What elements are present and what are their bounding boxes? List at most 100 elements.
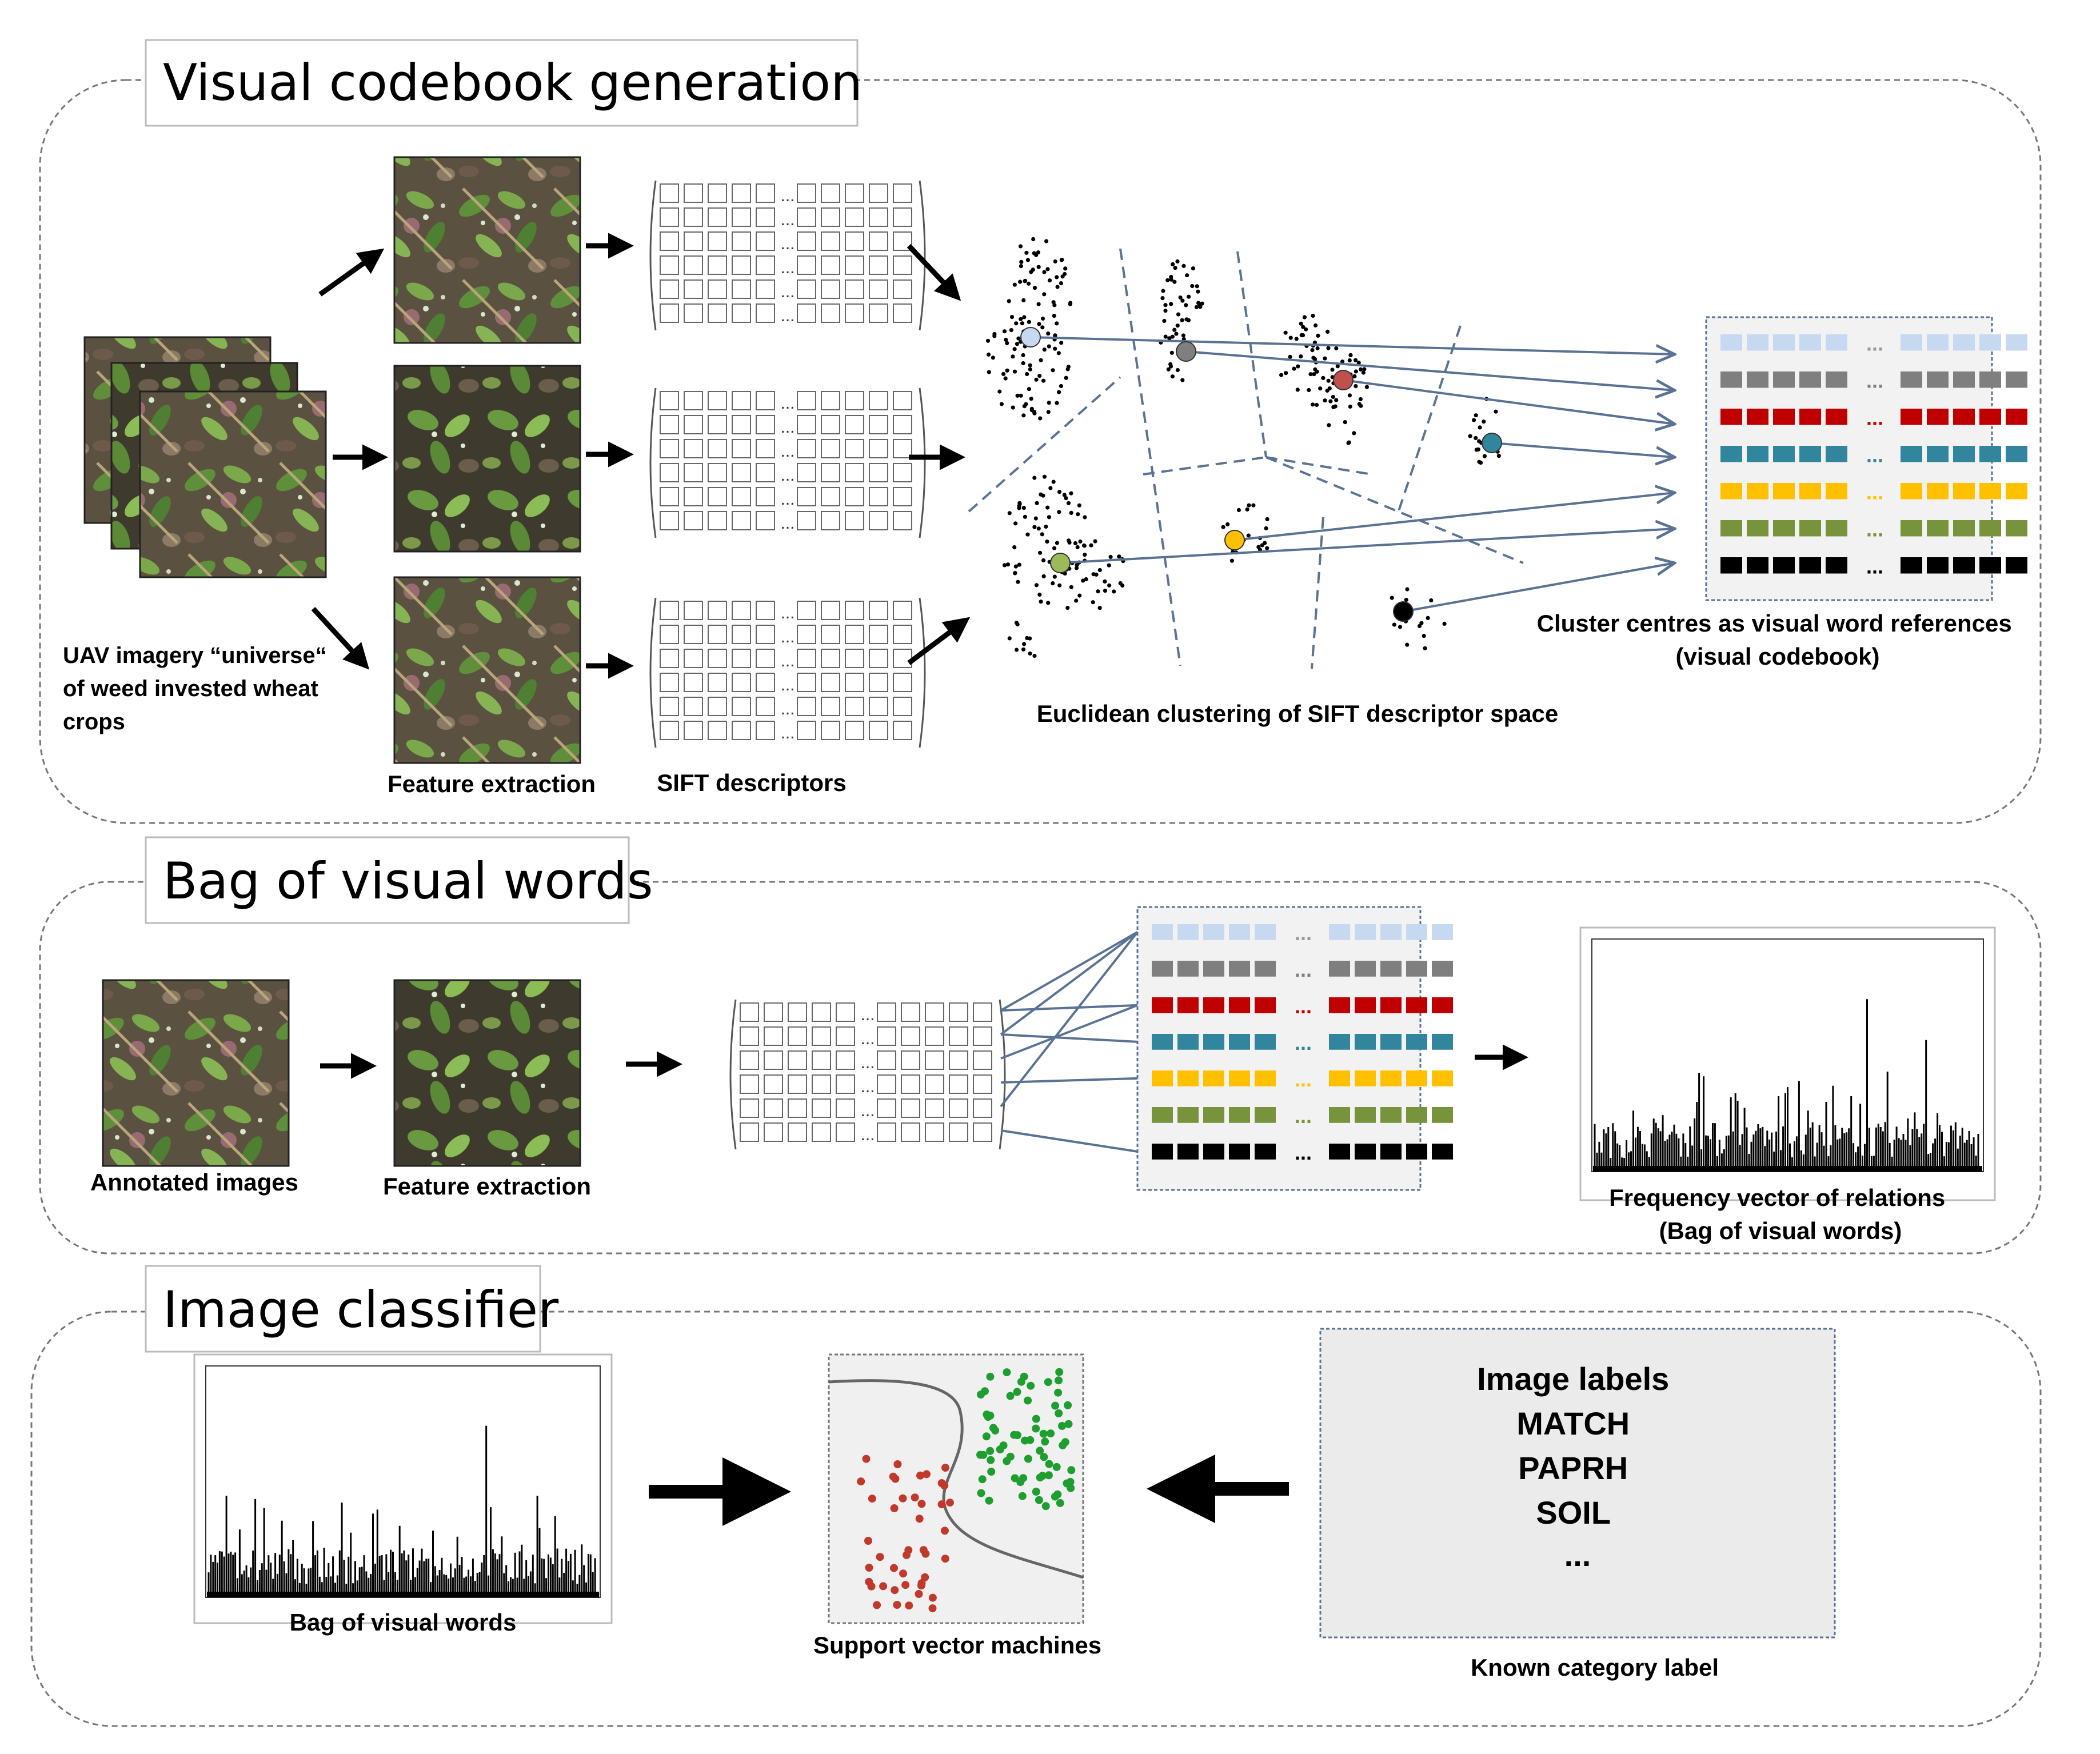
descriptor-point xyxy=(1477,439,1482,444)
descriptor-point xyxy=(1482,454,1487,458)
codeword-cell xyxy=(1799,334,1821,351)
matrix-cell xyxy=(684,511,703,530)
codeword-cell xyxy=(1355,1144,1376,1160)
matrix-cell xyxy=(684,463,703,482)
matrix-cell xyxy=(893,511,912,530)
codebook-section: Visual codebook generation xyxy=(39,39,2042,824)
descriptor-point xyxy=(1348,404,1352,409)
matrix-cell xyxy=(812,1026,831,1046)
matrix-cell xyxy=(869,463,888,482)
matrix-ellipsis: ... xyxy=(860,1125,875,1144)
matrix-cell xyxy=(660,207,679,227)
matrix-cell xyxy=(821,279,840,299)
descriptor-point xyxy=(1163,309,1168,313)
codeword-cell xyxy=(1406,1034,1427,1050)
matrix-cell xyxy=(845,279,864,299)
descriptor-point xyxy=(1039,358,1043,362)
matrix-cell xyxy=(812,1074,831,1094)
descriptor-point xyxy=(1002,329,1007,334)
descriptor-point xyxy=(1108,554,1113,560)
descriptor-point xyxy=(1103,589,1107,593)
codeword-cell xyxy=(1826,409,1847,425)
descriptor-point xyxy=(1069,491,1073,496)
codeword-cell xyxy=(1901,334,1922,351)
descriptor-point xyxy=(1083,515,1087,520)
descriptor-point xyxy=(1076,512,1080,517)
codeword-cell xyxy=(1927,557,1949,574)
matrix-cell xyxy=(836,1122,855,1142)
descriptor-point xyxy=(1027,319,1031,324)
matrix-cell xyxy=(821,183,840,203)
descriptor-point xyxy=(1021,647,1026,652)
descriptor-point xyxy=(1051,581,1055,586)
codeword-cell xyxy=(1901,371,1922,388)
descriptor-point xyxy=(1052,303,1057,307)
matrix-cell xyxy=(764,1098,783,1118)
matrix-cell xyxy=(893,463,912,482)
descriptor-point xyxy=(1037,550,1043,555)
descriptor-point xyxy=(1118,581,1123,586)
matrix-cell xyxy=(869,439,888,458)
svm-sample-class-b xyxy=(1024,1396,1032,1405)
codeword-ellipsis: ... xyxy=(1295,921,1312,945)
matrix-ellipsis: ... xyxy=(780,186,795,205)
svm-sample-class-a xyxy=(911,1493,919,1502)
matrix-cell xyxy=(660,439,679,458)
svm-sample-class-a xyxy=(890,1504,899,1512)
codeword-cell xyxy=(1380,924,1402,940)
universe-caption-line: of weed invested wheat xyxy=(63,676,318,701)
uav-image-stack xyxy=(83,336,327,578)
descriptor-point xyxy=(1477,460,1482,464)
descriptor-point xyxy=(1334,346,1339,351)
svm-sample-class-a xyxy=(921,1549,930,1558)
descriptor-point xyxy=(1097,606,1102,610)
matrix-ellipsis: ... xyxy=(780,258,795,277)
matrix-cell xyxy=(756,673,775,692)
descriptor-point xyxy=(1025,371,1029,377)
descriptor-point xyxy=(1354,369,1358,374)
matrix-cell xyxy=(660,255,679,275)
svm-sample-class-b xyxy=(1039,1429,1048,1438)
matrix-cell xyxy=(949,1098,968,1118)
codeword-cell xyxy=(1432,1107,1453,1123)
matrix-cell xyxy=(788,1026,807,1046)
matrix-cell xyxy=(708,279,727,299)
matrix-cell xyxy=(869,673,888,692)
matrix-cell xyxy=(893,487,912,506)
matrix-cell xyxy=(845,649,864,668)
matrix-cell xyxy=(684,207,703,227)
descriptor-point xyxy=(1041,493,1045,498)
descriptor-point xyxy=(1354,384,1358,389)
matrix-cell xyxy=(684,231,703,251)
label-more: ... xyxy=(1564,1537,1591,1573)
descriptor-point xyxy=(1057,510,1061,514)
matrix-ellipsis: ... xyxy=(780,700,795,718)
descriptor-point xyxy=(1020,321,1025,326)
codeword-cell xyxy=(1432,1144,1453,1160)
descriptor-point xyxy=(992,334,997,338)
descriptor-point xyxy=(1045,267,1050,271)
svm-sample-class-a xyxy=(921,1573,929,1581)
matrix-ellipsis: ... xyxy=(780,628,795,646)
matrix-bracket xyxy=(999,999,1006,1150)
matrix-cell xyxy=(821,463,840,482)
matrix-bracket xyxy=(649,597,657,748)
svm-sample-class-a xyxy=(862,1455,871,1463)
descriptor-point xyxy=(1002,563,1007,568)
codeword-cell xyxy=(1255,924,1276,940)
descriptor-point xyxy=(1074,566,1079,570)
matrix-cell xyxy=(845,183,864,203)
descriptor-point xyxy=(1052,546,1057,550)
svm-caption: Support vector machines xyxy=(813,1632,1101,1659)
descriptor-point xyxy=(1011,354,1015,359)
descriptor-point xyxy=(1260,543,1264,548)
descriptor-point xyxy=(1354,358,1358,362)
svm-sample-class-b xyxy=(1044,1378,1052,1387)
descriptor-point xyxy=(1047,401,1051,405)
descriptor-point xyxy=(1347,358,1352,363)
codeword-cell xyxy=(1380,1107,1402,1123)
codeword-cell xyxy=(1177,961,1199,977)
svm-sample-class-a xyxy=(857,1477,865,1486)
matrix-cell xyxy=(797,415,816,434)
descriptor-point xyxy=(1015,342,1020,346)
